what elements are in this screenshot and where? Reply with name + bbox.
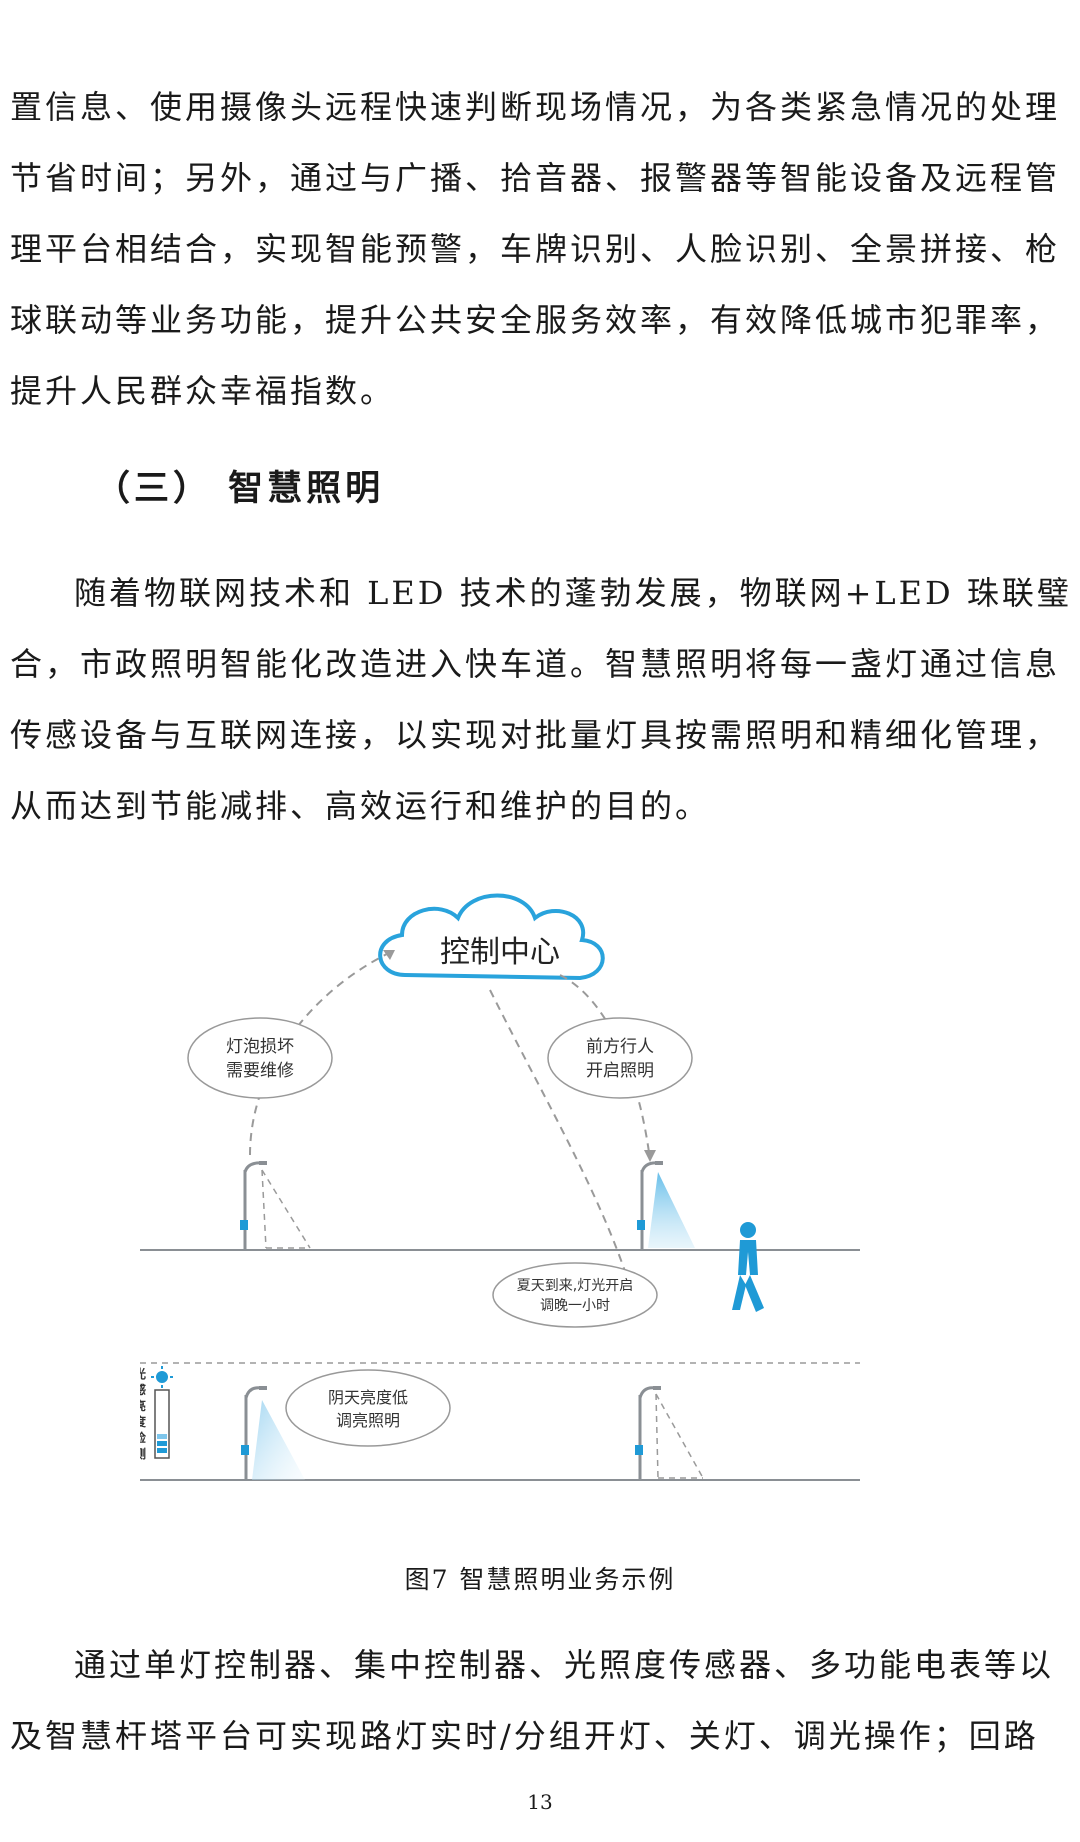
cloud-label: 控制中心 [440, 935, 560, 970]
text-line: 理平台相结合，实现智能预警，车牌识别、人脸识别、全景拼接、枪 [10, 230, 1061, 268]
signal-paths [249, 949, 651, 1311]
bubble-text: 灯泡损坏 [226, 1037, 294, 1057]
street-lamp-on [637, 1161, 695, 1250]
bubble-lamp-fault: 灯泡损坏 需要维修 [187, 1017, 333, 1099]
text-line: 节省时间；另外，通过与广播、拾音器、报警器等智能设备及远程管 [10, 159, 1061, 197]
light-sensor-indicator: 光 感 亮 度 检 测 [133, 1366, 173, 1461]
path-center-to-pedestrian [559, 974, 651, 1161]
bubble-cloudy: 阴天亮度低 调亮照明 [285, 1369, 451, 1447]
arrow-head [644, 1150, 656, 1162]
sensor-gauge [154, 1389, 170, 1459]
control-center-cloud: 控制中心 [378, 893, 605, 981]
bubble-text: 调晚一小时 [540, 1298, 610, 1314]
section-heading: （三） 智慧照明 [95, 469, 385, 509]
text-line: 及智慧杆塔平台可实现路灯实时/分组开灯、关灯、调光操作；回路 [10, 1717, 1039, 1755]
text-line: 通过单灯控制器、集中控制器、光照度传感器、多功能电表等以 [74, 1646, 1055, 1684]
text-line: 提升人民群众幸福指数。 [10, 372, 396, 410]
text-line: 合，市政照明智能化改造进入快车道。智慧照明将每一盏灯通过信息 [10, 645, 1061, 683]
pedestrian-icon [732, 1222, 764, 1312]
text-line: 置信息、使用摄像头远程快速判断现场情况，为各类紧急情况的处理 [10, 88, 1061, 126]
paragraph-smart-lighting-intro: 随着物联网技术和 LED 技术的蓬勃发展，物联网+LED 珠联璧 合，市政照明智… [10, 558, 1072, 842]
page-number: 13 [527, 1790, 553, 1814]
bubble-pedestrian: 前方行人 开启照明 [547, 1017, 693, 1099]
text-line: 随着物联网技术和 LED 技术的蓬勃发展，物联网+LED 珠联璧 [74, 574, 1072, 612]
paragraph-controllers: 通过单灯控制器、集中控制器、光照度传感器、多功能电表等以 及智慧杆塔平台可实现路… [10, 1630, 1055, 1772]
sensor-label-char: 亮 [140, 1398, 146, 1413]
bubble-text: 阴天亮度低 [328, 1388, 408, 1407]
bubble-summer: 夏天到来,灯光开启 调晚一小时 [492, 1262, 658, 1328]
arrow-head [383, 950, 395, 960]
sensor-label-char: 检 [140, 1430, 146, 1445]
smart-lighting-diagram: 控制中心 灯泡损坏 需要维修 前方行人 开启照明 [133, 880, 860, 1520]
bubble-text: 需要维修 [226, 1061, 294, 1081]
street-lamp-faulty [240, 1161, 311, 1250]
paragraph-public-safety: 置信息、使用摄像头远程快速判断现场情况，为各类紧急情况的处理 节省时间；另外，通… [10, 72, 1061, 427]
text-line: 传感设备与互联网连接，以实现对批量灯具按需照明和精细化管理， [10, 716, 1061, 754]
text-line: 从而达到节能减排、高效运行和维护的目的。 [10, 787, 711, 825]
sun-icon [151, 1366, 173, 1388]
bubble-text: 前方行人 [586, 1037, 654, 1057]
street-lamp-delayed [635, 1386, 704, 1480]
street-lamp-brightened [241, 1386, 305, 1480]
bubble-text: 调亮照明 [336, 1411, 400, 1430]
sensor-label-char: 测 [140, 1446, 146, 1461]
bubble-text: 开启照明 [586, 1061, 654, 1081]
sensor-label-char: 感 [140, 1382, 146, 1397]
figure-caption: 图7 智慧照明业务示例 [404, 1565, 676, 1594]
text-line: 球联动等业务功能，提升公共安全服务效率，有效降低城市犯罪率， [10, 301, 1061, 339]
bubble-text: 夏天到来,灯光开启 [517, 1278, 633, 1294]
sensor-label-char: 光 [140, 1366, 146, 1381]
sensor-label-char: 度 [140, 1414, 147, 1429]
